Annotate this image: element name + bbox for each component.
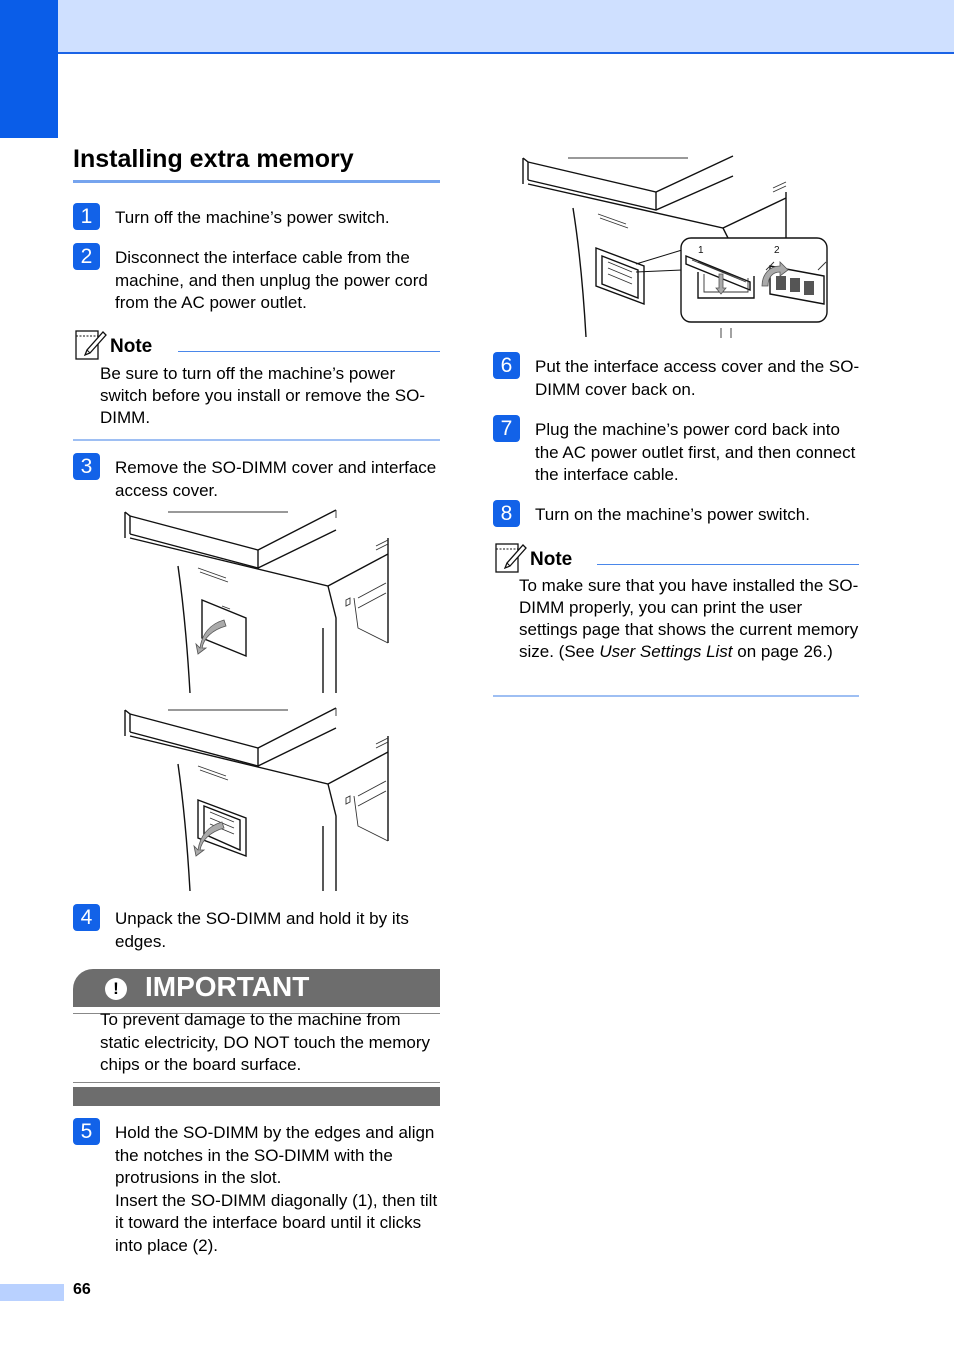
note-text: Be sure to turn off the machine’s power …: [100, 364, 426, 427]
warning-icon: !: [105, 978, 127, 1000]
important-header: ! IMPORTANT: [73, 969, 440, 1007]
step-number: 8: [493, 500, 520, 527]
footer-band: [0, 1284, 64, 1301]
step-text: Put the interface access cover and the S…: [535, 357, 860, 399]
note-label: Note: [530, 549, 573, 570]
step-number: 1: [73, 203, 100, 230]
callout-label-1: 1: [698, 245, 704, 256]
step-number: 3: [73, 453, 100, 480]
important-bottom-rule: [73, 1082, 440, 1083]
callout-label-2: 2: [774, 245, 780, 256]
note-rule: [597, 564, 859, 565]
important-rule: [73, 1013, 440, 1014]
step-number: 5: [73, 1118, 100, 1145]
step-number: 6: [493, 352, 520, 379]
important-text: To prevent damage to the machine from st…: [100, 1010, 431, 1074]
note-text-before: To make sure that you have installed the…: [519, 576, 859, 661]
note-text: To make sure that you have installed the…: [519, 575, 859, 663]
note-reference: User Settings List: [599, 642, 733, 661]
note-label: Note: [110, 336, 153, 357]
step-text: Disconnect the interface cable from the …: [115, 248, 428, 312]
note-pencil-icon: [75, 330, 107, 360]
step-text: Unpack the SO-DIMM and hold it by its ed…: [115, 909, 409, 951]
insert-sodimm-figure: 1 2: [522, 155, 828, 338]
header-band: [58, 0, 954, 54]
page-number: 66: [73, 1281, 91, 1298]
remove-sodimm-cover-figure: [124, 509, 389, 693]
step-text-part2: Insert the SO-DIMM diagonally (1), then …: [115, 1190, 438, 1255]
note-rule: [178, 351, 440, 352]
step-number: 4: [73, 904, 100, 931]
step-text: Turn off the machine’s power switch.: [115, 208, 390, 227]
important-footer-bar: [73, 1087, 440, 1106]
step-text: Remove the SO-DIMM cover and interface a…: [115, 458, 437, 500]
step-text: Turn on the machine’s power switch.: [535, 505, 810, 524]
note-text-after: on page 26.): [732, 642, 833, 661]
remove-interface-cover-figure: [124, 707, 389, 891]
step-number: 2: [73, 243, 100, 270]
step-text-part1: Hold the SO-DIMM by the edges and align …: [115, 1123, 435, 1187]
note-pencil-icon: [495, 543, 527, 573]
step-number: 7: [493, 415, 520, 442]
note-bottom-rule: [73, 439, 440, 441]
section-title: Installing extra memory: [73, 145, 440, 183]
important-label: IMPORTANT: [145, 971, 310, 1002]
step-text: Hold the SO-DIMM by the edges and align …: [115, 1122, 440, 1257]
step-text: Plug the machine’s power cord back into …: [535, 420, 856, 484]
note-bottom-rule: [493, 695, 859, 697]
chapter-tab: [0, 0, 58, 138]
